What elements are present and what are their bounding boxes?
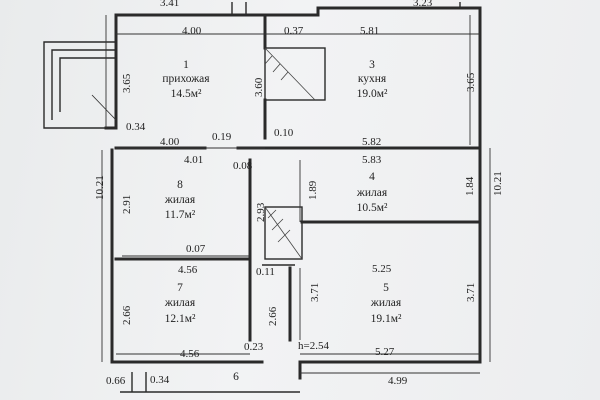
- stair-upper-diagonal: [264, 47, 316, 101]
- room-8-number: 8: [177, 179, 183, 191]
- room-4-number: 4: [369, 171, 375, 183]
- dim-bottom-034: 0.34: [150, 374, 170, 386]
- room-3-area: 19.0м²: [357, 88, 388, 100]
- dim-top-left: 3.41: [160, 0, 179, 9]
- dim-room8-height: 2.91: [121, 195, 133, 214]
- walls: [104, 2, 482, 380]
- dim-small-011: 0.11: [256, 266, 275, 278]
- dim-room1-width: 4.00: [182, 25, 202, 37]
- dim-overall-right: 10.21: [492, 171, 504, 196]
- room-1-name: прихожая: [162, 73, 210, 85]
- room-5-number: 5: [383, 282, 389, 294]
- room-4-area: 10.5м²: [357, 202, 388, 214]
- room-labels: 1 прихожая 14.5м² 3 кухня 19.0м² 8 жилая…: [162, 59, 402, 383]
- dim-top-right: 3.23: [413, 0, 433, 9]
- dim-room5-left-height: 3.71: [309, 283, 321, 302]
- room-5-name: жилая: [370, 297, 402, 309]
- dim-mid-400: 4.00: [160, 136, 180, 148]
- stair-lower-box: [264, 206, 303, 260]
- dim-room5-bottom: 5.27: [375, 346, 395, 358]
- dim-room4-left-height: 1.89: [307, 180, 319, 200]
- dim-room5-top: 5.25: [372, 263, 392, 275]
- staircase-lower: [262, 206, 303, 266]
- dim-bottom-499: 4.99: [388, 375, 408, 387]
- dimension-labels: 3.41 3.23 4.00 0.37 5.81 3.65 3.60 3.65 …: [94, 0, 504, 387]
- porch-arrow: [91, 94, 117, 121]
- room-3-number: 3: [369, 59, 375, 71]
- dim-room1-height: 3.65: [121, 73, 133, 93]
- dim-small-023: 0.23: [244, 341, 264, 353]
- dim-small-034-top: 0.34: [126, 121, 146, 133]
- dim-small-019: 0.19: [212, 131, 232, 143]
- dim-small-010: 0.10: [274, 127, 294, 139]
- dim-corr-height: 2.66: [267, 306, 279, 326]
- bottom-entry: [120, 372, 300, 393]
- porch-outline-outer: [43, 41, 116, 129]
- dim-small-007: 0.07: [186, 243, 206, 255]
- dim-bottom-066: 0.66: [106, 375, 126, 387]
- dim-small-008: 0.08: [233, 160, 253, 172]
- porch-step-1: [51, 49, 116, 120]
- dim-stair-height: 3.60: [253, 77, 265, 97]
- stair-upper-hatch-2: [272, 63, 281, 73]
- staircase-upper: [264, 47, 326, 101]
- dim-room4-right-height: 1.84: [464, 176, 476, 196]
- room-1-number: 1: [183, 59, 189, 71]
- stair-upper-hatch-1: [264, 55, 273, 65]
- room-4-name: жилая: [356, 187, 388, 199]
- room-3-name: кухня: [358, 73, 387, 85]
- room-5-area: 19.1м²: [371, 313, 402, 325]
- stair-upper-box: [264, 47, 326, 101]
- room-7-area: 12.1м²: [165, 313, 196, 325]
- dim-overall-left: 10.21: [94, 175, 106, 200]
- dim-room5-right-height: 3.71: [465, 283, 477, 302]
- room-7-number: 7: [177, 282, 183, 294]
- dim-stair-lower: 2.93: [255, 202, 267, 222]
- room-8-area: 11.7м²: [165, 209, 196, 221]
- porch-step-2: [59, 57, 116, 112]
- dim-room7-height: 2.66: [121, 305, 133, 325]
- room-6-number: 6: [233, 371, 239, 383]
- room-8-name: жилая: [164, 194, 196, 206]
- dim-mid-583: 5.83: [362, 154, 382, 166]
- stair-lower-diagonal: [264, 206, 303, 260]
- stair-lower-hatch-2: [271, 218, 284, 231]
- dim-room3-height: 3.65: [465, 72, 477, 92]
- dim-ceiling-height: h=2.54: [298, 340, 329, 352]
- room-1-area: 14.5м²: [171, 88, 202, 100]
- dim-mid-582: 5.82: [362, 136, 381, 148]
- stair-lower-hatch-3: [277, 229, 291, 243]
- stair-lower-hatch-1: [267, 209, 277, 219]
- porch: [43, 41, 117, 129]
- room-7-name: жилая: [164, 297, 196, 309]
- dimension-lines: [101, 15, 491, 374]
- dim-mid-456-upper: 4.56: [178, 264, 198, 276]
- dim-room3-width: 5.81: [360, 25, 379, 37]
- dim-small-037: 0.37: [284, 25, 304, 37]
- stair-upper-hatch-3: [280, 71, 289, 81]
- dim-mid-401: 4.01: [184, 154, 203, 166]
- dim-mid-456-lower: 4.56: [180, 348, 200, 360]
